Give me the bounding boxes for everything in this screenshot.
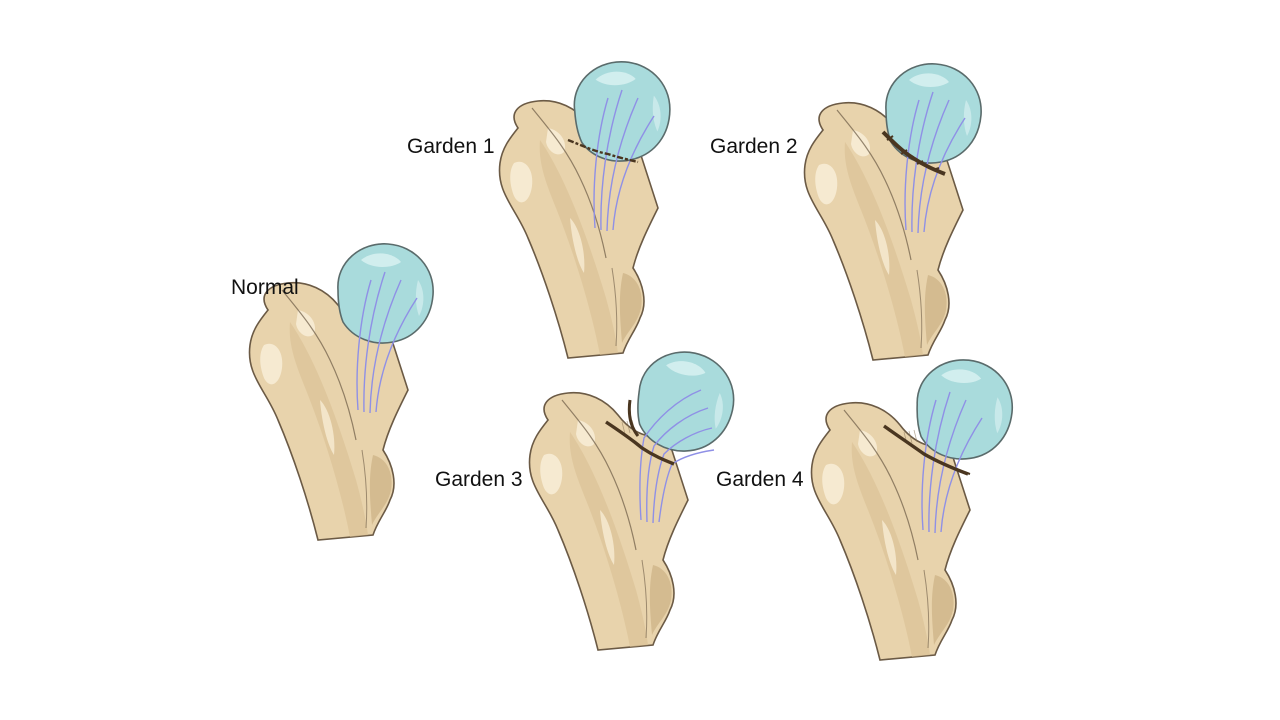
label-garden-2: Garden 2 [710,135,798,158]
fracture-line-garden-1 [567,138,639,164]
femur-garden-1 [498,57,675,359]
fracture-line-garden-3 [605,420,675,466]
fracture-line-garden-2 [881,130,946,176]
label-garden-1: Garden 1 [407,135,495,158]
label-garden-3: Garden 3 [435,468,523,491]
label-normal: Normal [231,276,299,299]
femur-garden-4 [810,357,1015,661]
label-garden-4: Garden 4 [716,468,804,491]
femur-garden-2 [803,63,982,361]
fracture-head-edge-garden-3 [627,399,640,437]
femur-garden-3 [528,345,741,651]
